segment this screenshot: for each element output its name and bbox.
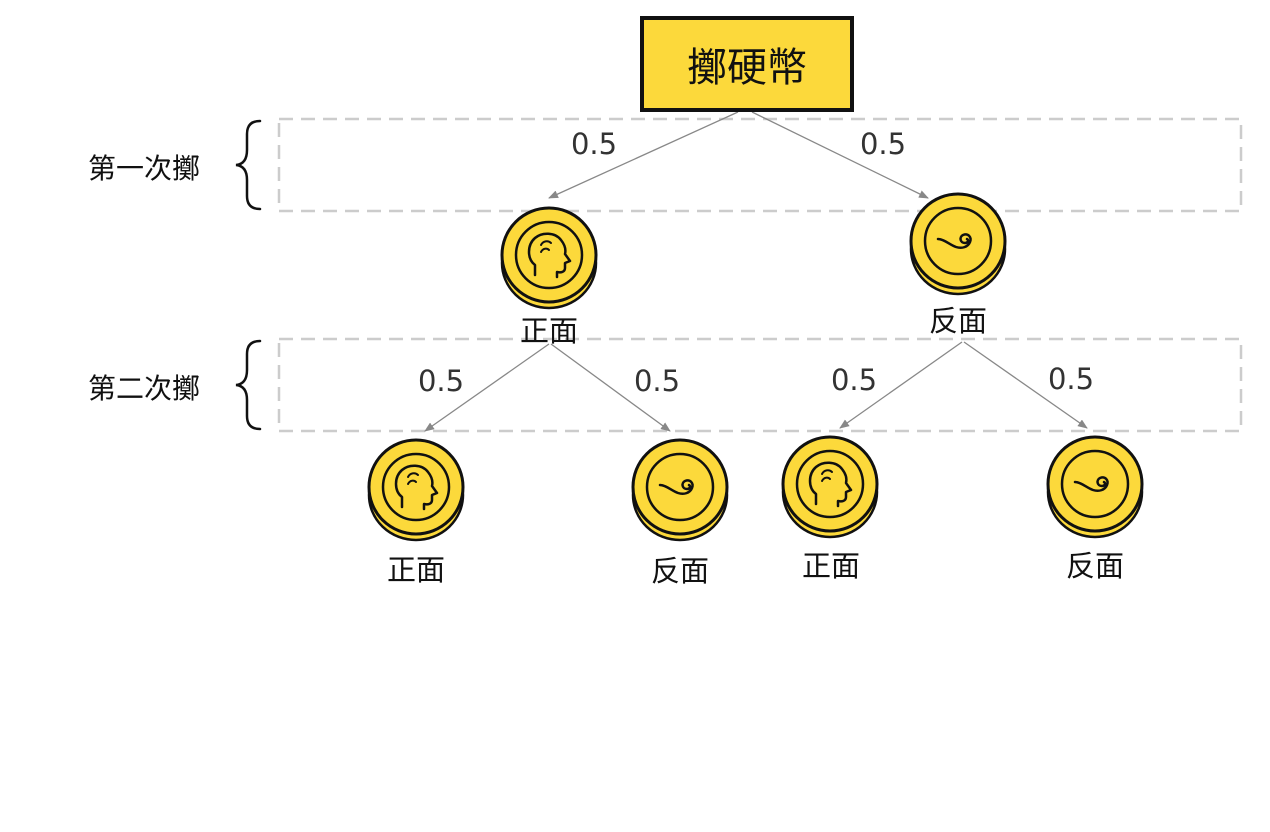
- coin-ht: [631, 438, 729, 542]
- root-label: 擲硬幣: [687, 45, 807, 91]
- edge-heads-heads: [424, 343, 550, 432]
- coin-tt: [1046, 435, 1144, 539]
- edge-root-tails: [751, 111, 929, 199]
- prob-root-tails: 0.5: [859, 127, 907, 161]
- root-node: 擲硬幣: [640, 16, 854, 112]
- edge-root-heads: [548, 111, 739, 199]
- node-label-hh: 正面: [386, 553, 446, 587]
- prob-tails-tails: 0.5: [1047, 362, 1095, 396]
- level-2-brace: [235, 339, 262, 431]
- node-label-th: 正面: [801, 549, 861, 583]
- node-label-ht: 反面: [650, 554, 710, 588]
- prob-heads-tails: 0.5: [633, 364, 681, 398]
- prob-tails-heads: 0.5: [830, 363, 878, 397]
- edge-heads-tails: [550, 343, 671, 432]
- level-label-2: 第二次擲: [88, 372, 201, 405]
- node-label-first-tails: 反面: [928, 304, 988, 338]
- node-label-first-heads: 正面: [519, 314, 579, 348]
- coin-first-tails: [909, 192, 1007, 296]
- level-1-brace: [235, 119, 262, 211]
- prob-root-heads: 0.5: [570, 127, 618, 161]
- level-label-1: 第一次擲: [88, 152, 201, 185]
- prob-heads-heads: 0.5: [417, 364, 465, 398]
- coin-th: [781, 435, 879, 539]
- coin-hh: [367, 438, 465, 542]
- coin-first-heads: [500, 206, 598, 310]
- node-label-tt: 反面: [1065, 549, 1125, 583]
- level-band-1: [277, 117, 1243, 213]
- edge-tails-tails: [963, 341, 1088, 429]
- edge-tails-heads: [839, 341, 963, 429]
